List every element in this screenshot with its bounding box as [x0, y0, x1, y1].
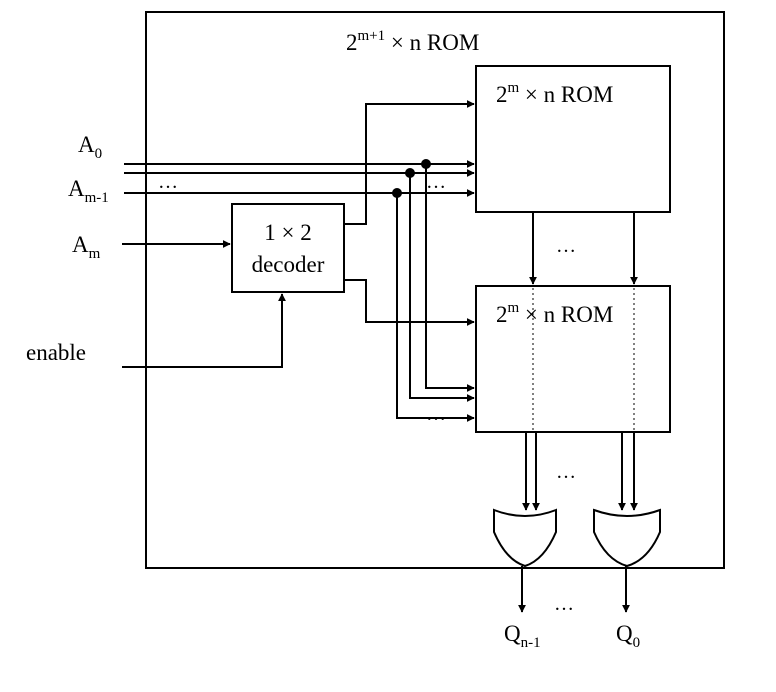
am1-sub: m-1 [85, 190, 109, 206]
input-enable-label: enable [26, 340, 86, 365]
am-base: A [72, 232, 89, 257]
outer-title-base: 2 [346, 30, 358, 55]
input-a0-label: A0 [78, 132, 102, 162]
a0-base: A [78, 132, 95, 157]
top-rom-rest: × n ROM [519, 82, 613, 107]
outer-rom-title: 2m+1 × n ROM [346, 28, 479, 55]
gate-inputs-ellipsis: … [556, 461, 576, 483]
or-gate-left [493, 508, 557, 568]
am-sub: m [89, 246, 101, 262]
address-bus-bottom [396, 164, 475, 422]
bottom-bus-ellipsis: … [426, 403, 446, 425]
address-bus-top [124, 160, 475, 197]
a0-sub: 0 [95, 146, 103, 162]
bottom-rom-base: 2 [496, 302, 508, 327]
decoder-box [231, 203, 345, 293]
q0-sub: 0 [633, 635, 641, 651]
rom-to-gate-wires [522, 432, 638, 511]
top-rom-base: 2 [496, 82, 508, 107]
bus-ellipsis-left: … [158, 171, 178, 193]
top-rom-box [475, 65, 671, 213]
output-qn1-label: Qn-1 [504, 621, 541, 651]
am1-base: A [68, 176, 85, 201]
tap-line-2 [409, 173, 475, 402]
bottom-rom-box [475, 285, 671, 433]
input-am-label: Am [72, 232, 101, 262]
bottom-rom-rest: × n ROM [519, 302, 613, 327]
decoder-line2: decoder [252, 252, 325, 277]
bottom-rom-sup: m [508, 300, 520, 316]
decoder-out-top-wire [344, 100, 475, 225]
rom-gap-ellipsis: … [556, 235, 576, 257]
or-gate-right [593, 508, 661, 568]
outer-rom-box [145, 11, 725, 569]
bottom-rom-label: 2m × n ROM [496, 300, 613, 327]
bus-ellipsis-right: … [426, 171, 446, 193]
decoder-out-bottom-wire [344, 279, 475, 326]
qn1-base: Q [504, 621, 521, 646]
qn1-sub: n-1 [521, 635, 541, 651]
tap-line-3 [396, 193, 475, 422]
tap-line-1 [425, 164, 475, 392]
q0-base: Q [616, 621, 633, 646]
output-ellipsis: … [554, 593, 574, 615]
outer-title-rest: × n ROM [385, 30, 479, 55]
input-am1-label: Am-1 [68, 176, 109, 206]
top-rom-label: 2m × n ROM [496, 80, 613, 107]
enable-wire [122, 293, 286, 368]
output-q0-label: Q0 [616, 621, 640, 651]
top-rom-sup: m [508, 80, 520, 96]
outer-title-sup: m+1 [358, 28, 386, 44]
decoder-line1: 1 × 2 [264, 220, 311, 245]
